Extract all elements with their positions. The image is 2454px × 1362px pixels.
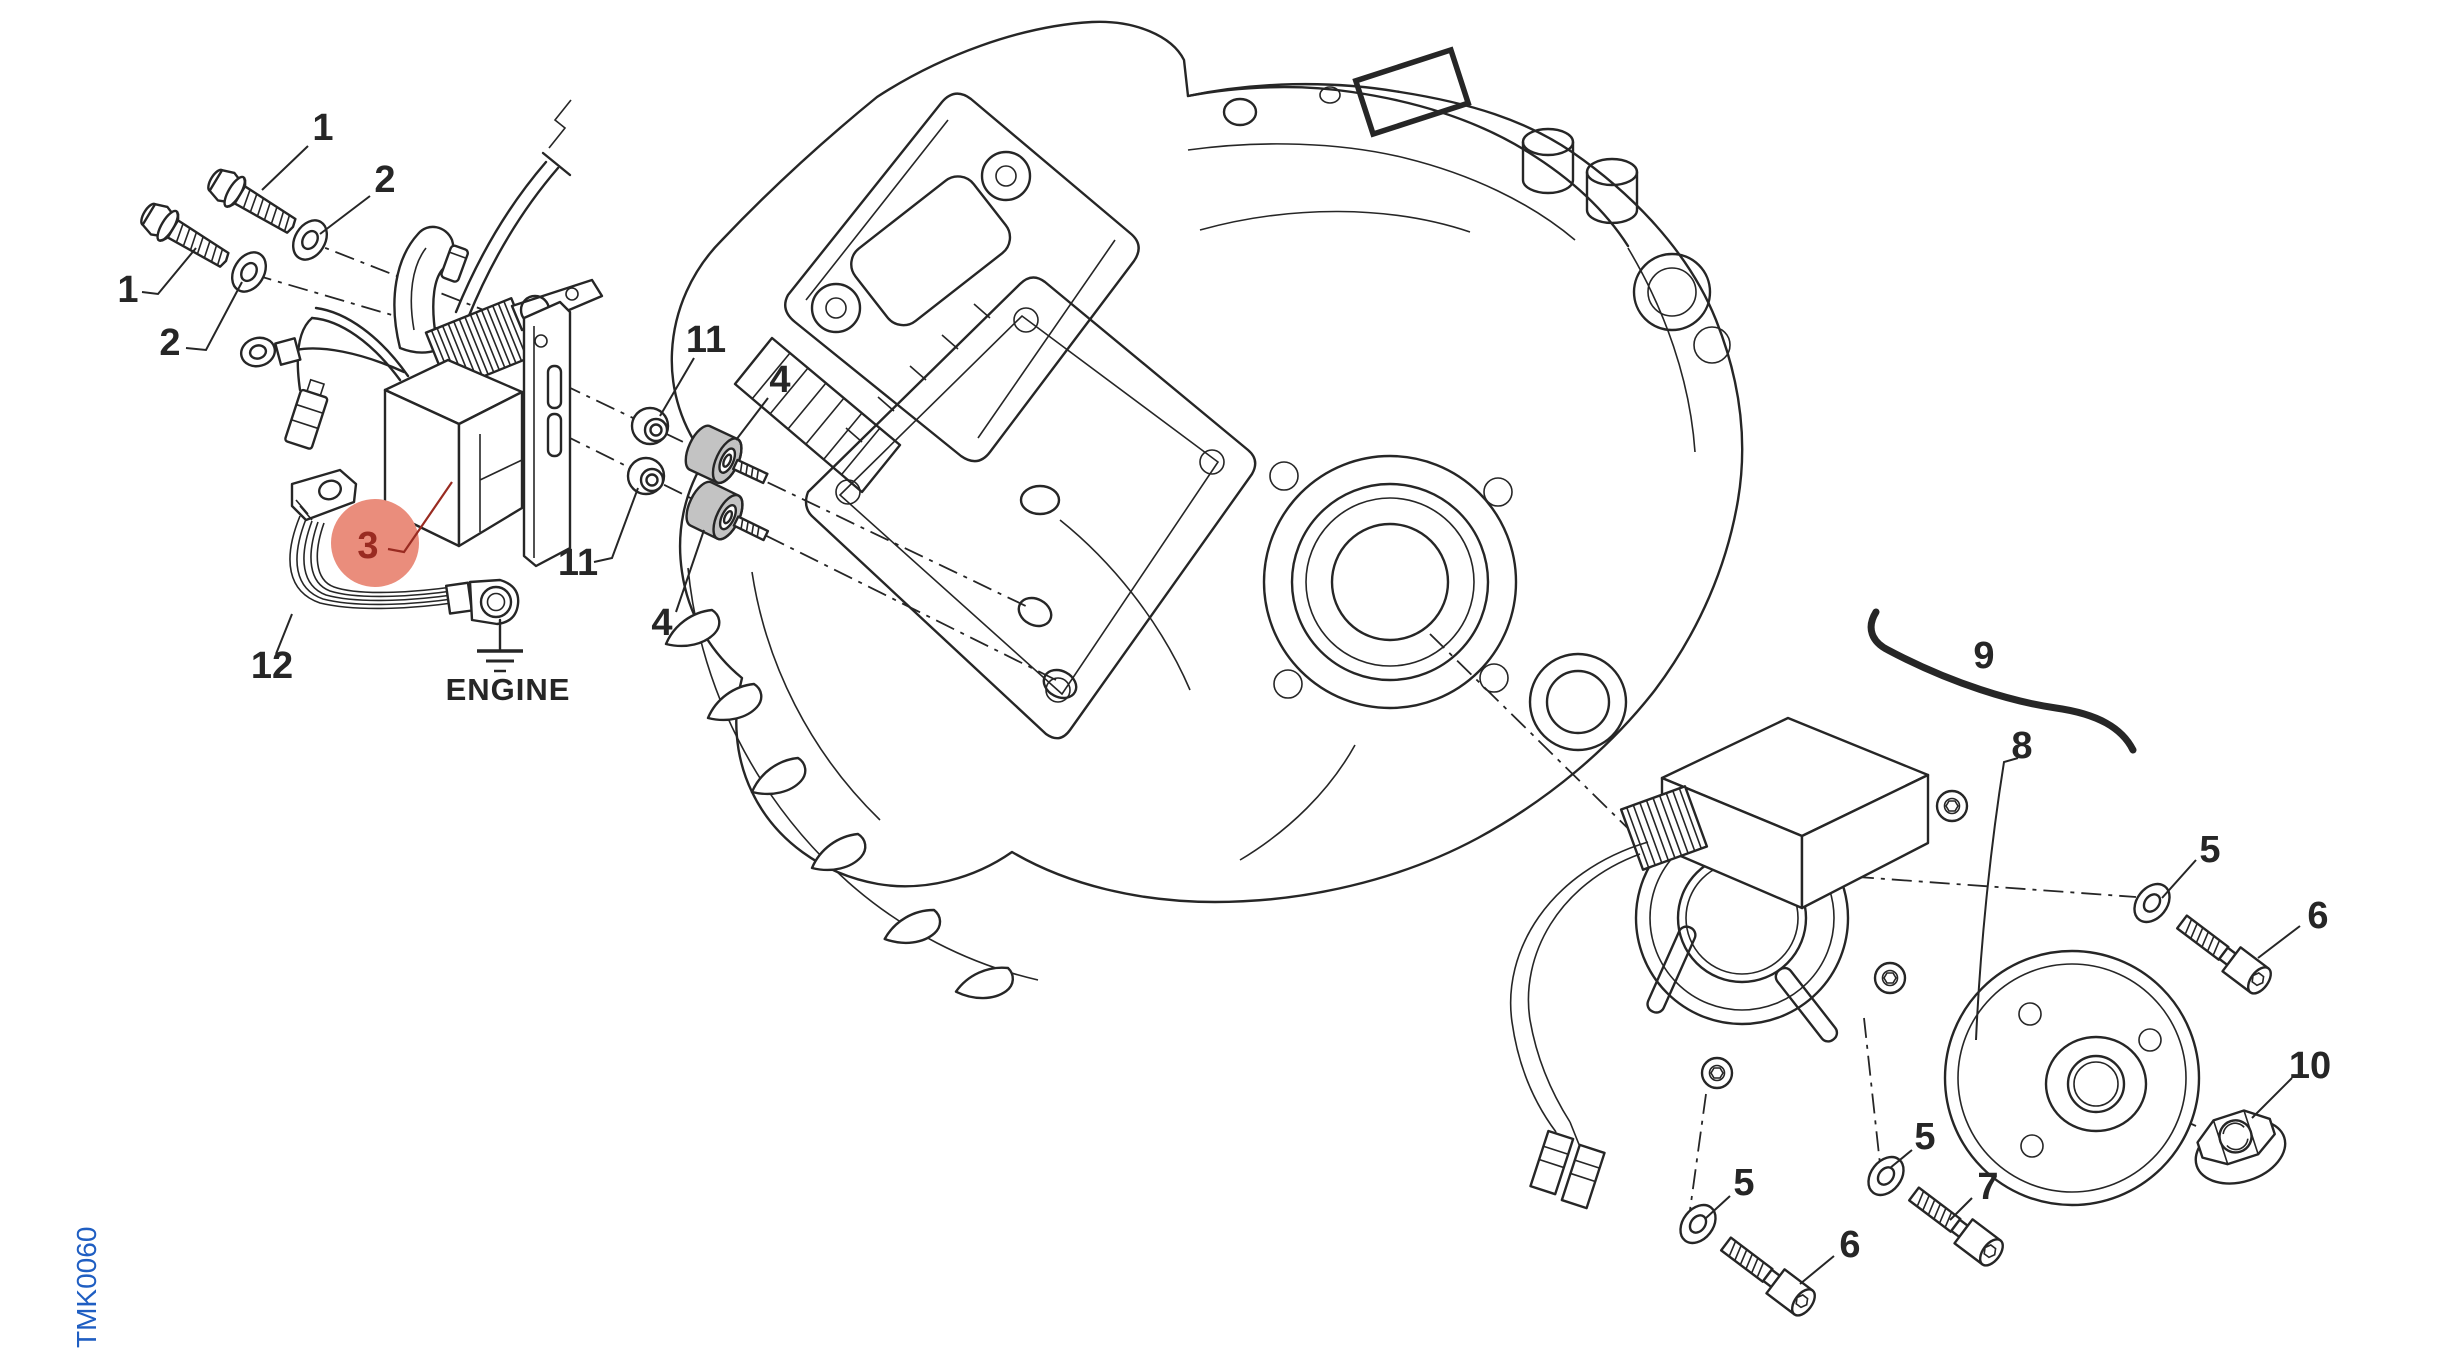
washer-5a [2126,876,2178,930]
callout-2b[interactable]: 2 [159,322,180,364]
callout-6b[interactable]: 6 [1839,1224,1860,1266]
coil-body [383,358,524,548]
flywheel [1943,949,2201,1207]
bushing-11b [626,456,666,496]
cable-break-icon [548,99,572,149]
ring-terminal-small [239,336,277,368]
callout-1a[interactable]: 1 [312,107,333,149]
crankcase-drawing [664,20,1744,1006]
stud [1521,127,1639,225]
drawing-code: TMK0060 [71,1227,102,1348]
stator-screw [1935,789,1969,823]
bolt-1b [134,196,236,277]
callout-3-highlighted[interactable]: 3 [357,525,378,567]
washer-5c [1672,1197,1724,1251]
callout-9[interactable]: 9 [1973,635,1994,677]
stator-assembly [1509,716,1969,1210]
callout-5a[interactable]: 5 [2199,829,2220,871]
callout-5b[interactable]: 5 [1914,1116,1935,1158]
callout-4a[interactable]: 4 [769,359,790,401]
coil-wires [239,306,410,450]
screw-6b [1715,1230,1821,1321]
leader-lines [141,145,2301,1285]
rubber-mount-4b [679,476,778,559]
crank-opening [1262,454,1518,710]
bolt-1a [201,162,303,243]
callout-10[interactable]: 10 [2289,1045,2331,1087]
ignition-coil-assembly [239,99,604,673]
manifold-hatch [733,336,902,494]
callout-2a[interactable]: 2 [374,159,395,201]
intake-flange [784,92,1140,463]
engine-ground-label: ENGINE [446,672,571,707]
coil-bracket [510,278,604,568]
callout-11b[interactable]: 11 [558,542,598,584]
callout-7[interactable]: 7 [1977,1166,1998,1208]
screw-6a [2171,908,2277,999]
washer-2b [224,245,274,299]
stator-screw [1700,1056,1734,1090]
callout-6a[interactable]: 6 [2307,895,2328,937]
cylinder-base [1186,46,1639,248]
callout-1b[interactable]: 1 [117,269,138,311]
spark-plug-boot [393,225,469,354]
rubber-mount-4a [678,420,777,502]
connector [284,378,329,450]
callout-4b[interactable]: 4 [651,602,672,644]
ignition-module [1619,716,1930,910]
reed-plate [804,276,1257,740]
callout-12[interactable]: 12 [251,645,293,687]
bracket-9 [1867,608,2137,754]
ground-wire [289,468,520,626]
stator-wires [1509,841,1649,1210]
callout-8[interactable]: 8 [2011,725,2032,767]
stator-screw [1873,961,1907,995]
ground-symbol-icon [477,618,523,673]
crankcase-fins [664,567,1039,1006]
highlight-circle[interactable] [331,499,419,587]
seal-opening [1528,652,1628,752]
callout-5c[interactable]: 5 [1733,1162,1754,1204]
callout-11a[interactable]: 11 [686,319,726,361]
flange-nut-10 [2194,1109,2287,1185]
